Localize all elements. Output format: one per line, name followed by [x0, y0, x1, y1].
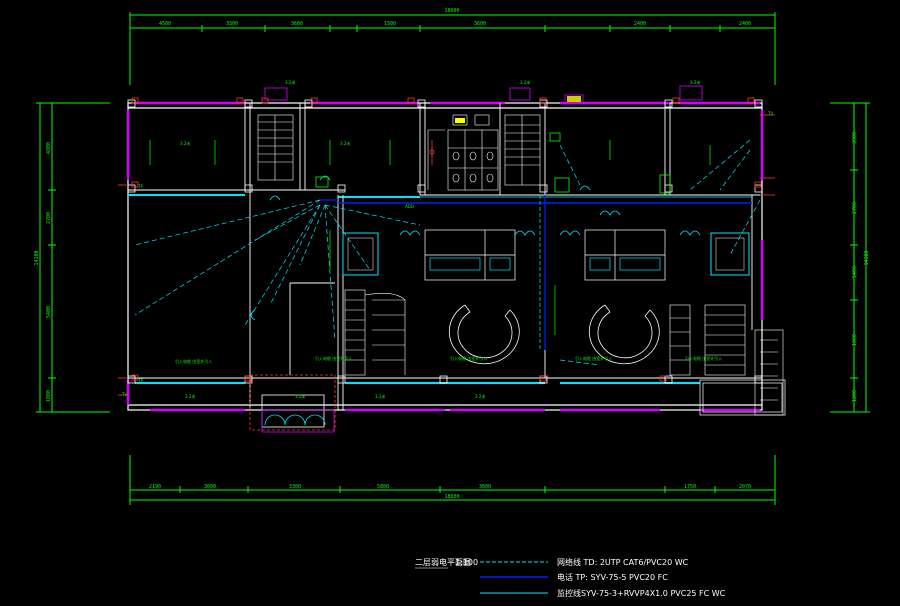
toilet-block	[427, 114, 499, 191]
room-label-1: 3.2米	[180, 140, 190, 146]
room-label-6: 3.2米	[295, 393, 305, 399]
outlet-label-1: TP	[137, 184, 143, 189]
room-label-5: 3.2米	[475, 393, 485, 399]
dim-callout-3: 3.2米	[690, 79, 700, 85]
bottom-dim-1: 2190	[149, 484, 161, 490]
top-dim-4: 1500	[384, 21, 396, 27]
bottom-dim-4: 5800	[377, 484, 389, 490]
bottom-dim-2: 3600	[204, 484, 216, 490]
legend-scale: 1:100	[455, 558, 478, 567]
legend-line-phone: 电话 TP: SYV-75-5 PVC20 FC	[557, 572, 668, 582]
legend: 二层弱电平面图 1:100 网络线 TD: 2UTP CAT6/PVC20 WC…	[415, 557, 726, 598]
riser-note-2: 引入电缆 由室外引入	[315, 355, 352, 361]
top-dim-2: 3300	[226, 21, 238, 27]
top-dim-3: 3600	[291, 21, 303, 27]
bottom-dim-6: 1750	[684, 484, 696, 490]
network-cables	[134, 139, 761, 366]
outlet-label-3: TV	[767, 111, 773, 116]
bottom-overall-dim: 18600	[444, 494, 459, 500]
riser-note-1: 引入电缆 由室外引入	[175, 358, 212, 364]
left-dim-1: 4800	[46, 142, 52, 154]
trunk-lines	[320, 195, 752, 350]
bottom-dim-5: 3600	[479, 484, 491, 490]
top-dim-7: 2400	[739, 21, 751, 27]
left-dim-3: 5400	[46, 306, 52, 318]
dim-callout-1: 3.2米	[285, 79, 295, 85]
riser-note-5: 引入电缆 由室外引入	[685, 355, 722, 361]
drop-cables	[149, 140, 711, 335]
elevator-shafts	[342, 232, 750, 276]
outlet-markers	[131, 85, 762, 382]
interior-walls	[128, 103, 762, 410]
right-dim-5: 1200	[852, 390, 858, 402]
room-label-4: 3.2米	[375, 393, 385, 399]
riser-note-3: 引入电缆 由室外引入	[450, 355, 487, 361]
left-overall-dim: 14100	[34, 250, 40, 265]
right-dim-3: 5400	[852, 266, 858, 278]
stair-left	[257, 114, 294, 181]
stair-lower-right	[669, 304, 784, 416]
left-dim-4: 1800	[46, 390, 52, 402]
corner-annex	[699, 379, 786, 416]
top-dimension-chain	[129, 12, 776, 85]
riser-note-4: 引入电缆 由室外引入	[575, 355, 612, 361]
room-label-3: 3.2米	[185, 393, 195, 399]
right-dim-2: 2700	[852, 202, 858, 214]
stair-lower-left	[344, 289, 406, 376]
legend-line-network: 网络线 TD: 2UTP CAT6/PVC20 WC	[557, 557, 689, 567]
top-dim-6: 2400	[634, 21, 646, 27]
outlet-label-4: TV	[121, 392, 127, 397]
legend-title: 二层弱电平面图	[415, 557, 471, 567]
stair-middle	[504, 114, 541, 186]
top-dim-1: 4500	[159, 21, 171, 27]
top-overall-dim: 18600	[444, 8, 459, 14]
right-dim-4: 1800	[852, 334, 858, 346]
window-bands	[126, 101, 764, 412]
network-box-label: ADD	[405, 204, 414, 209]
door-swings	[250, 175, 701, 321]
round-desk-left	[448, 304, 520, 365]
outlet-label-2: TP	[137, 378, 143, 383]
round-desk-right	[588, 304, 660, 365]
red-markers	[118, 114, 775, 396]
right-dim-1: 3900	[852, 132, 858, 144]
dim-callout-2: 3.2米	[520, 79, 530, 85]
bottom-dimension-chain	[129, 455, 776, 505]
bottom-dim-7: 2070	[739, 484, 751, 490]
right-dimension-chain	[830, 102, 870, 413]
left-dim-2: 2700	[46, 212, 52, 224]
right-overall-dim: 14100	[864, 250, 870, 265]
bottom-dim-3: 3300	[289, 484, 301, 490]
rooms-center	[424, 229, 666, 281]
legend-line-cctv: 监控线SYV-75-3+RVVP4X1.0 PVC25 FC WC	[557, 588, 726, 598]
top-dim-5: 3600	[474, 21, 486, 27]
left-dimension-chain	[36, 102, 110, 413]
entrance	[249, 374, 336, 433]
room-label-2: 3.2米	[340, 140, 350, 146]
